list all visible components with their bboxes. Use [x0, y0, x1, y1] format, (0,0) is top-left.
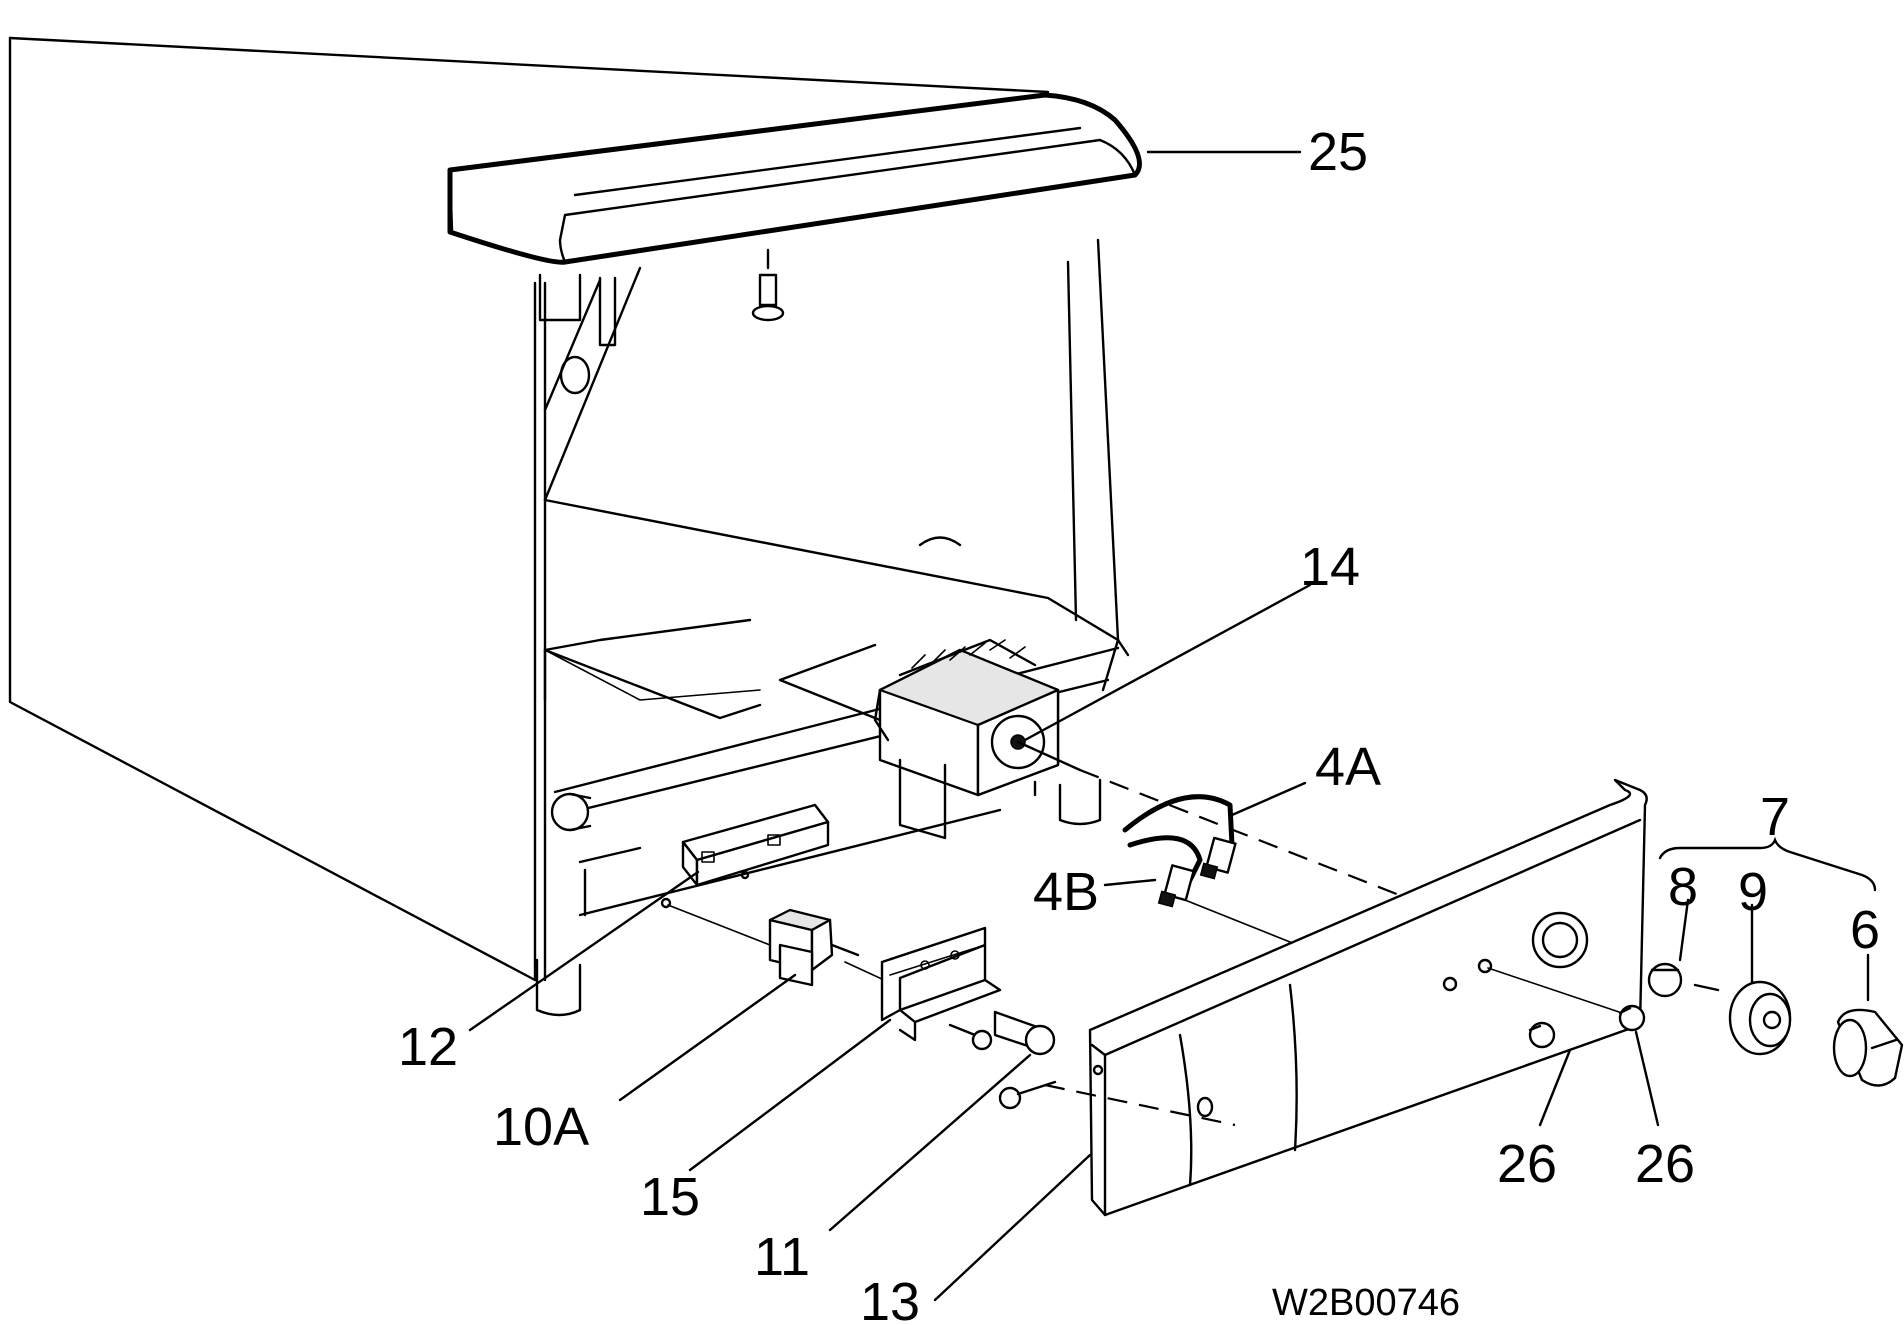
callout-12: 12 — [398, 1017, 458, 1077]
callout-8: 8 — [1668, 857, 1698, 917]
callout-9: 9 — [1738, 862, 1768, 922]
callout-25: 25 — [1308, 122, 1368, 182]
part-15-bracket — [688, 926, 1002, 1172]
diagram-reference-code: W2B00746 — [1272, 1282, 1460, 1324]
part-14-timer — [873, 536, 1561, 960]
part-9-knob-base — [1693, 903, 1792, 1056]
callout-10a: 10A — [493, 1097, 589, 1157]
part-12-indicator — [468, 803, 830, 1032]
part-25-worktop — [447, 92, 1302, 322]
part-26-buttons — [1487, 967, 1660, 1127]
cabinet-body — [8, 36, 1130, 1017]
callout-6: 6 — [1850, 900, 1880, 960]
callout-4a: 4A — [1315, 737, 1381, 797]
part-11-lamp — [828, 1010, 1056, 1232]
callout-4b: 4B — [1033, 862, 1099, 922]
callout-26-right: 26 — [1635, 1134, 1695, 1194]
callout-26-left: 26 — [1497, 1134, 1557, 1194]
part-6-knob — [1832, 953, 1904, 1087]
callout-11: 11 — [754, 1227, 810, 1287]
panel-screw — [998, 1080, 1057, 1110]
part-8-sleeve — [1647, 898, 1690, 998]
callout-14: 14 — [1300, 537, 1360, 597]
part-7-brace — [1658, 836, 1877, 892]
part-13-control-panel — [933, 778, 1648, 1302]
callout-13: 13 — [860, 1272, 920, 1325]
part-10a-switch — [618, 904, 896, 1102]
callout-15: 15 — [640, 1167, 700, 1227]
callout-7: 7 — [1760, 787, 1790, 847]
